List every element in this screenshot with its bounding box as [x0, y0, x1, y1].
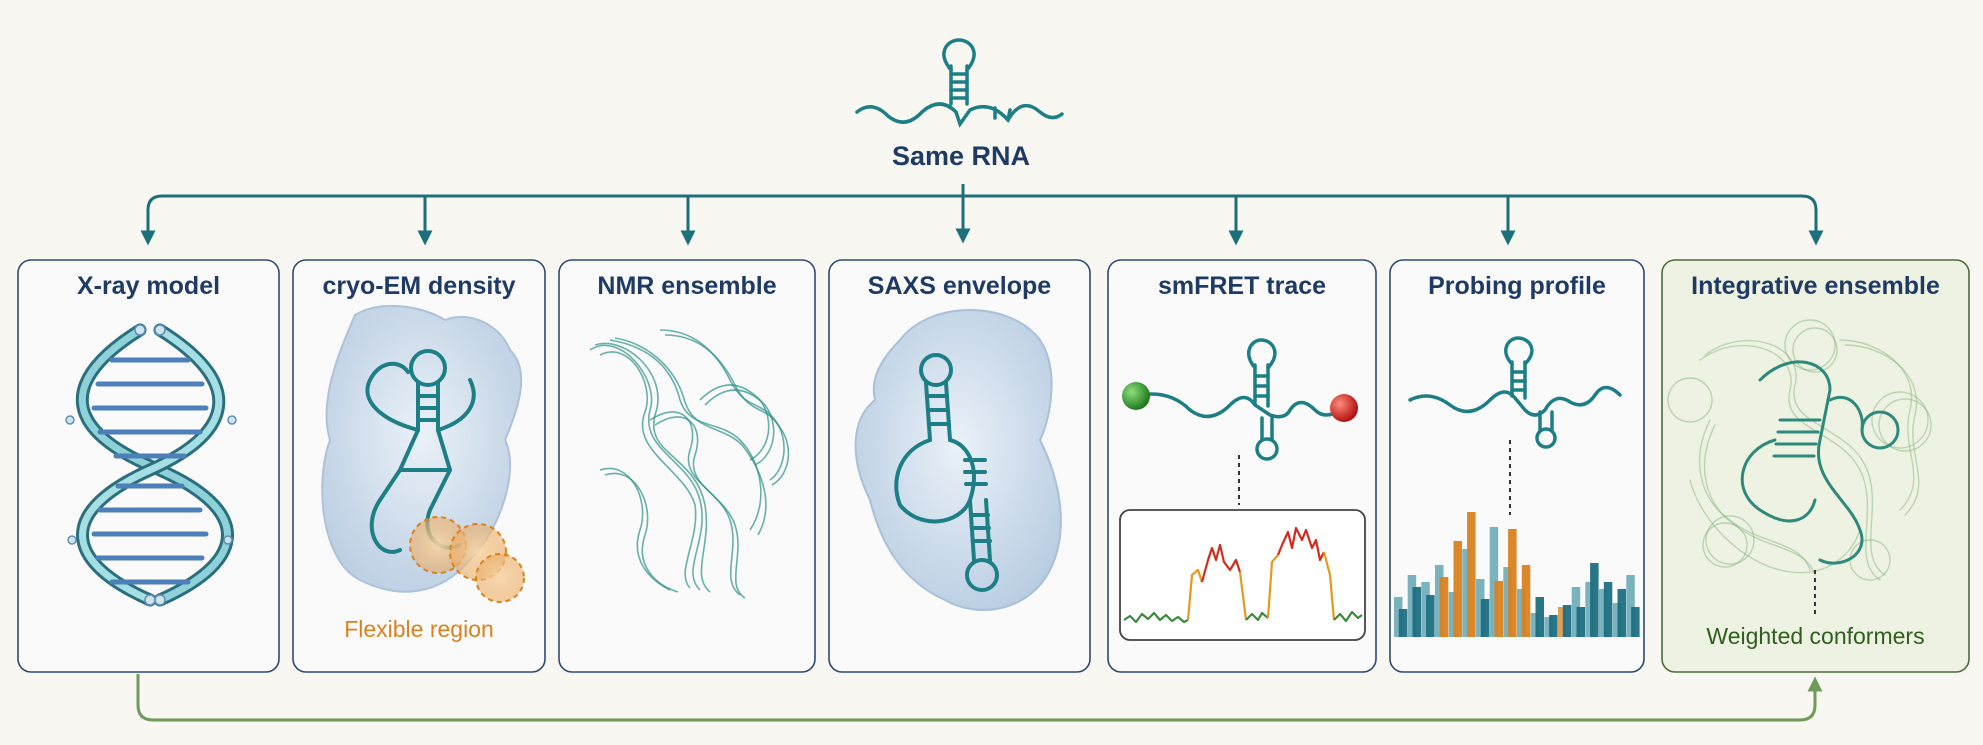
donor-fluorophore-icon [1122, 382, 1150, 410]
panel-integrative [1661, 259, 1970, 673]
probing-bar [1407, 575, 1417, 637]
panel-title-saxs: SAXS envelope [867, 272, 1052, 300]
panel-nmr [558, 259, 816, 673]
smfret-construct-illustration [1138, 338, 1342, 461]
probing-bar [1462, 549, 1471, 637]
probing-bar-chart [1394, 512, 1640, 637]
integrative-ensemble-illustration [1667, 319, 1932, 581]
weighted-conformers-label: Weighted conformers [1706, 623, 1925, 649]
smfret-trace-box [1119, 509, 1366, 641]
probing-bar [1535, 597, 1544, 637]
flexible-region-label: Flexible region [344, 616, 494, 642]
panel-title-cryoem: cryo-EM density [322, 272, 516, 300]
panel-title-nmr: NMR ensemble [597, 272, 777, 300]
panel-title-integrative: Integrative ensemble [1691, 272, 1940, 300]
probing-bar [1394, 597, 1403, 637]
probing-bar [1489, 527, 1499, 637]
probing-bar [1631, 607, 1640, 637]
probing-bar [1412, 587, 1421, 637]
probing-bar [1612, 603, 1622, 637]
panel-title-xray: X-ray model [76, 272, 221, 300]
probing-bar [1476, 579, 1485, 637]
acceptor-fluorophore-icon [1330, 394, 1358, 422]
xray-helix-illustration [65, 323, 237, 607]
probing-bar [1453, 541, 1462, 637]
integration-arrow [136, 674, 1823, 722]
probing-bar [1562, 605, 1572, 637]
panel-title-smfret: smFRET trace [1157, 272, 1327, 300]
probing-construct-illustration [1408, 336, 1622, 449]
probing-bar [1480, 599, 1490, 637]
probing-bar [1549, 615, 1558, 637]
probing-bar [1508, 529, 1517, 637]
cryoem-density-illustration [321, 304, 525, 603]
probing-bar [1590, 563, 1599, 637]
distribution-arrows [140, 184, 1824, 246]
probing-bar [1617, 589, 1626, 637]
probing-bar [1585, 582, 1594, 637]
probing-bar [1544, 617, 1553, 637]
probing-bar [1503, 567, 1512, 637]
probing-bar [1517, 589, 1526, 637]
probing-bar [1435, 565, 1444, 637]
saxs-envelope-illustration [854, 309, 1062, 611]
probing-bar [1426, 595, 1435, 637]
probing-bar [1521, 565, 1531, 637]
nmr-ensemble-illustration [589, 329, 790, 599]
probing-bar [1398, 609, 1408, 637]
probing-bar [1448, 592, 1458, 637]
probing-bar [1599, 589, 1608, 637]
probing-bar [1494, 581, 1503, 637]
probing-bar [1576, 607, 1585, 637]
smfret-trace [1123, 526, 1363, 624]
source-rna-label: Same RNA [891, 141, 1031, 171]
probing-bar [1558, 607, 1567, 637]
probing-bar [1467, 512, 1476, 637]
probing-bar [1603, 582, 1613, 637]
panel-title-probing: Probing profile [1428, 272, 1606, 300]
probing-bar [1439, 577, 1449, 637]
probing-bar [1571, 587, 1581, 637]
probing-bar [1626, 575, 1635, 637]
probing-bar [1530, 613, 1540, 637]
probing-bar [1421, 582, 1430, 637]
source-rna-icon [855, 38, 1064, 128]
